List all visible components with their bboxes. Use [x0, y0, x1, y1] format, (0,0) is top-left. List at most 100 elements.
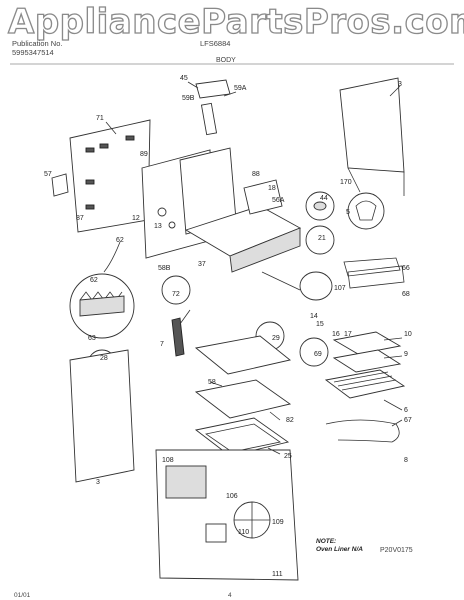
serrated-strip [79, 295, 125, 317]
bracket-88 [243, 179, 283, 215]
hinge-link [179, 309, 191, 325]
label-71: 71 [96, 115, 104, 122]
leader [383, 337, 403, 341]
element-66 [343, 257, 401, 277]
detail-bubble-5 [347, 192, 385, 230]
vent-tube [200, 102, 218, 136]
rack-9 [332, 349, 402, 373]
footer-page: 4 [228, 592, 232, 599]
label-37: 37 [198, 261, 206, 268]
label-7: 7 [160, 341, 164, 348]
label-69: 69 [314, 351, 322, 358]
label-14: 14 [310, 313, 318, 320]
vent-slot [85, 179, 95, 185]
cable-62 [103, 241, 121, 273]
note-label: NOTE: [316, 538, 337, 545]
label-10: 10 [404, 331, 412, 338]
broil-pan-82 [194, 379, 292, 419]
label-72: 72 [172, 291, 180, 298]
watermark: AppliancePartsPros.com [7, 1, 464, 42]
hinge-7 [171, 317, 185, 357]
label-25: 25 [284, 453, 292, 460]
section-title: BODY [216, 57, 236, 64]
bottom-panel-25 [194, 417, 290, 457]
leader [383, 355, 403, 359]
leader [391, 419, 403, 427]
label-111: 111 [272, 571, 283, 578]
label-68: 68 [402, 291, 410, 298]
door-panel-3 [69, 349, 135, 483]
label-108: 108 [162, 457, 174, 464]
label-45: 45 [180, 75, 188, 82]
label-89: 89 [140, 151, 148, 158]
label-9: 9 [404, 351, 408, 358]
label-44: 44 [320, 195, 328, 202]
label-8: 8 [404, 457, 408, 464]
motor-108 [165, 465, 207, 499]
label-62: 62 [116, 237, 124, 244]
label-106: 106 [226, 493, 238, 500]
leader [389, 85, 401, 97]
label-58: 58 [208, 379, 216, 386]
label-59B: 59B [182, 95, 195, 102]
publication-number: 5995347514 [12, 48, 54, 57]
label-87: 87 [76, 215, 84, 222]
label-18: 18 [268, 185, 276, 192]
label-5: 5 [346, 209, 350, 216]
label-170: 170 [340, 179, 352, 186]
label-13: 13 [154, 223, 162, 230]
label-107: 107 [334, 285, 346, 292]
label-63: 63 [88, 335, 96, 342]
leader [383, 399, 403, 411]
label-3-top: 3 [398, 81, 402, 88]
element-68 [347, 265, 405, 289]
fan-shaft [261, 271, 301, 291]
label-57: 57 [44, 171, 52, 178]
bracket-110 [205, 523, 227, 543]
bracket-57 [51, 173, 69, 197]
label-21: 21 [318, 235, 326, 242]
detail-bubble-72 [161, 275, 191, 305]
oven-rack-6 [324, 369, 406, 399]
label-28: 28 [100, 355, 108, 362]
vent-slot [125, 135, 135, 141]
label-58B: 58B [158, 265, 171, 272]
leader [209, 381, 223, 387]
back-panel-edge [347, 167, 361, 193]
note-text: Oven Liner N/A [316, 546, 363, 553]
model-number: LFS6884 [200, 39, 231, 48]
publication-label: Publication No. [12, 39, 63, 48]
fan-blade-arms [234, 502, 270, 538]
label-67: 67 [404, 417, 412, 424]
fastener [168, 221, 176, 229]
rack-10 [332, 331, 402, 355]
footer-date: 01/01 [14, 592, 31, 599]
label-62-detail: 62 [90, 277, 98, 284]
vent-slot [85, 204, 95, 210]
leader [223, 91, 237, 97]
label-16: 16 [332, 331, 340, 338]
label-17: 17 [344, 331, 352, 338]
label-3-bottom: 3 [96, 479, 100, 486]
detail-bubble-69 [299, 337, 329, 367]
detail-bubble-21 [305, 225, 335, 255]
bottom-panel-inner [205, 423, 281, 453]
part-5 [355, 200, 377, 221]
label-12: 12 [132, 215, 140, 222]
leader [269, 411, 281, 421]
bake-element-67 [325, 419, 400, 443]
label-82: 82 [286, 417, 294, 424]
label-6: 6 [404, 407, 408, 414]
figure-code: P20V0175 [380, 547, 413, 554]
label-15: 15 [316, 321, 324, 328]
label-110: 110 [238, 529, 249, 536]
label-88: 88 [252, 171, 260, 178]
label-29: 29 [272, 335, 280, 342]
label-109: 109 [272, 519, 284, 526]
label-56A: 56A [272, 197, 285, 204]
label-59A: 59A [234, 85, 247, 92]
leader [105, 121, 117, 135]
bake-panel-58 [194, 335, 292, 375]
